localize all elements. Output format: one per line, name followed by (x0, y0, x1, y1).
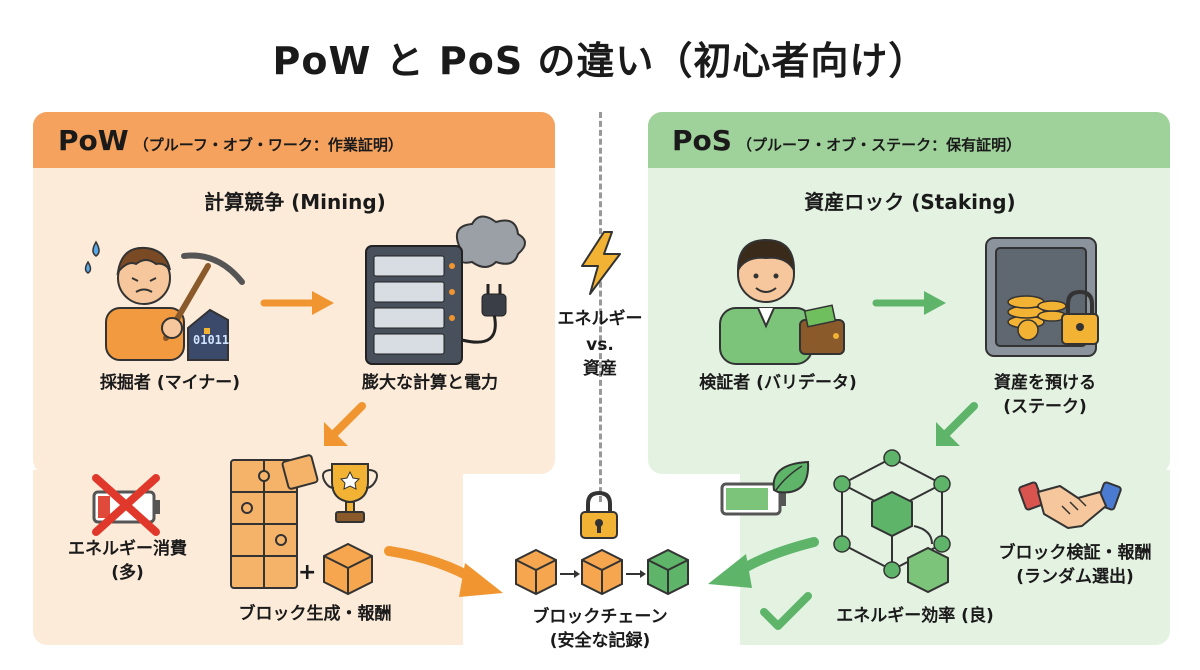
miner-icon (84, 240, 245, 361)
arrow-to-chain-green-icon (708, 537, 819, 588)
pow-panel (33, 112, 555, 474)
pow-name: PoW (58, 124, 129, 157)
lightning-icon (581, 231, 621, 295)
safe-icon (985, 237, 1099, 357)
pow-header-bar (33, 112, 555, 168)
pos-header-bar (648, 112, 1170, 168)
network-cube-icon (833, 449, 951, 594)
verify-label-line2: (ランダム選出) (1016, 567, 1134, 587)
puzzle-icon (230, 454, 319, 589)
handshake-icon (1018, 481, 1122, 529)
blockchain-icon (515, 548, 689, 596)
arrow-to-verify-icon (936, 402, 978, 446)
center-energy-text: エネルギー (557, 309, 643, 329)
center-asset-text: 資産 (583, 359, 617, 379)
arrow-to-chain-orange-icon (384, 546, 503, 597)
battery-low-icon (92, 474, 160, 536)
pos-header: PoS （プルーフ・オブ・ステーク：保有証明） (672, 124, 1021, 157)
center-divider (599, 112, 602, 502)
binary-text: 01011 (193, 333, 230, 347)
validator-icon (719, 238, 845, 365)
blockchain-label-line2: (安全な記録) (549, 631, 651, 651)
efficiency-label: エネルギー効率 (良) (836, 606, 994, 626)
miner-label: 採掘者 (マイナー) (99, 373, 241, 393)
pow-header: PoW （プルーフ・オブ・ワーク：作業証明） (58, 124, 403, 157)
arrow-to-stake-icon (872, 291, 946, 315)
pos-subtitle: 資産ロック (Staking) (804, 190, 1016, 214)
arrow-to-block-icon (324, 402, 366, 446)
pow-full-name: （プルーフ・オブ・ワーク：作業証明） (133, 136, 403, 154)
pow-subtitle: 計算競争 (Mining) (204, 190, 386, 214)
arrow-to-compute-icon (260, 291, 334, 315)
page-title: PoW と PoS の違い（初心者向け） (272, 39, 928, 83)
eco-battery-icon (720, 460, 810, 516)
block-cube-icon (323, 542, 373, 596)
pos-name: PoS (672, 124, 732, 157)
server-icon (365, 215, 526, 365)
trophy-icon (322, 463, 378, 523)
block-reward-label: ブロック生成・報酬 (238, 604, 392, 624)
stake-label-line1: 資産を預ける (994, 373, 1096, 393)
blockchain-label-line1: ブロックチェーン (532, 607, 668, 627)
center-vs-text: vs. (586, 335, 614, 355)
stake-label-line2: (ステーク) (1003, 397, 1087, 417)
plus-icon: + (298, 560, 317, 585)
energy-label-line2: (多) (111, 563, 144, 583)
verify-label-line1: ブロック検証・報酬 (998, 543, 1152, 563)
compute-label: 膨大な計算と電力 (362, 373, 498, 393)
pos-full-name: （プルーフ・オブ・ステーク：保有証明） (737, 136, 1022, 154)
validator-label: 検証者 (バリデータ) (699, 373, 857, 393)
checkmark-icon (760, 592, 812, 630)
chain-lock-icon (580, 490, 618, 539)
energy-label-line1: エネルギー消費 (68, 539, 187, 559)
